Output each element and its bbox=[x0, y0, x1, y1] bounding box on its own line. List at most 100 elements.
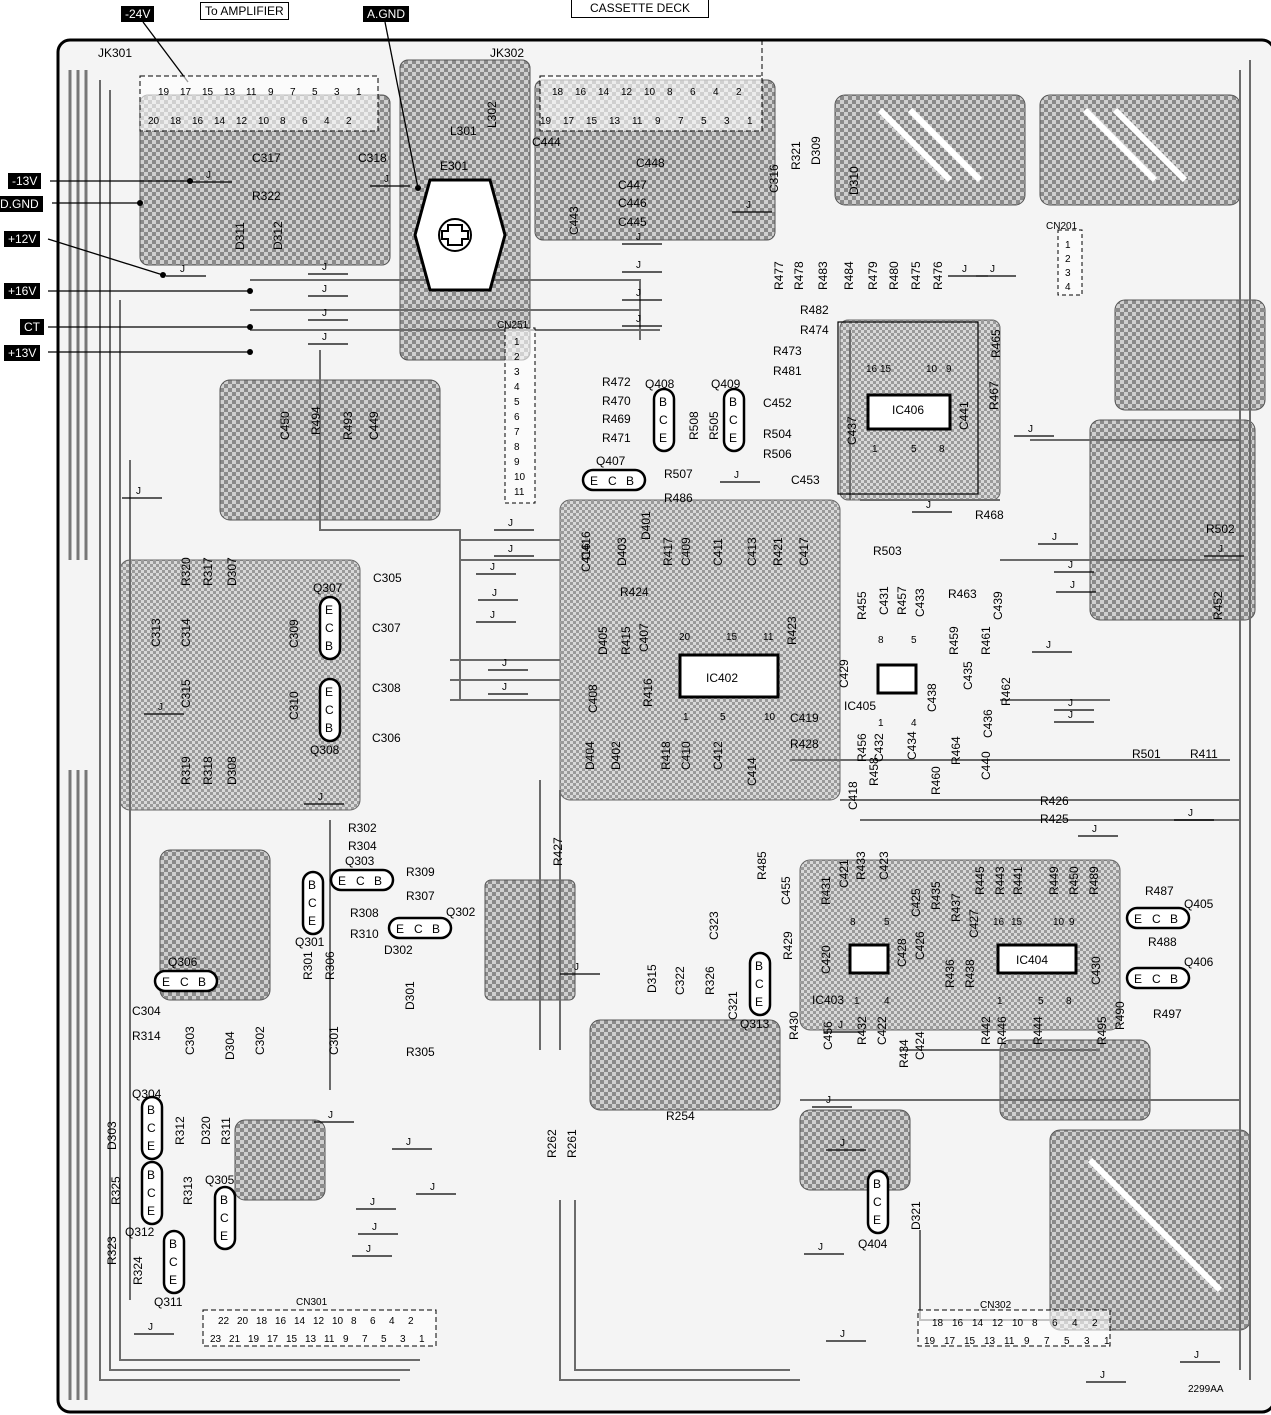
transistor-label: Q406 bbox=[1184, 955, 1214, 969]
component-c436: C436 bbox=[981, 709, 995, 738]
ic403-pin: 4 bbox=[884, 996, 890, 1007]
component-r429: R429 bbox=[781, 931, 795, 960]
ic405-pin: 1 bbox=[878, 718, 884, 729]
component-c414: C414 bbox=[745, 757, 759, 786]
component-r506: R506 bbox=[763, 447, 792, 461]
component-r455: R455 bbox=[855, 591, 869, 620]
ic406-pin: 16 bbox=[866, 364, 878, 375]
transistor-pin: C bbox=[1152, 972, 1161, 986]
jk302-pin: 10 bbox=[644, 87, 656, 98]
jumper-label: J bbox=[490, 610, 495, 621]
cn301-pin: 15 bbox=[286, 1334, 298, 1345]
component-r308: R308 bbox=[350, 906, 379, 920]
component-r464: R464 bbox=[949, 736, 963, 765]
component-r470: R470 bbox=[602, 394, 631, 408]
component-c416: C416 bbox=[579, 543, 593, 572]
component-r416: R416 bbox=[641, 678, 655, 707]
component-r445: R445 bbox=[973, 866, 987, 895]
cn301-pin: 9 bbox=[343, 1334, 349, 1345]
cn201-label: CN201 bbox=[1046, 221, 1078, 232]
jumper-label: J bbox=[206, 170, 211, 181]
component-c453: C453 bbox=[791, 473, 820, 487]
component-r478: R478 bbox=[792, 261, 806, 290]
cn302-pin: 17 bbox=[944, 1336, 956, 1347]
component-d309: D309 bbox=[809, 136, 823, 165]
cn251-pin: 3 bbox=[514, 367, 520, 378]
component-d312: D312 bbox=[271, 221, 285, 250]
jumper-label: J bbox=[370, 1197, 375, 1208]
jumper-label: J bbox=[148, 1322, 153, 1333]
ic403-pin: 5 bbox=[884, 917, 890, 928]
cn301-pin: 11 bbox=[324, 1334, 335, 1345]
ic404-pin: 10 bbox=[1053, 917, 1065, 928]
component-r479: R479 bbox=[866, 261, 880, 290]
cn251-pin: 4 bbox=[514, 382, 520, 393]
component-c433: C433 bbox=[913, 588, 927, 617]
transistor-pin: B bbox=[325, 639, 333, 653]
jumper-label: J bbox=[990, 264, 995, 275]
transistor-pin: B bbox=[147, 1168, 155, 1182]
jumper-label: J bbox=[818, 1242, 823, 1253]
jk301-pin: 9 bbox=[268, 87, 274, 98]
component-r318: R318 bbox=[201, 756, 215, 785]
jk301-pin: 10 bbox=[258, 116, 270, 127]
component-r480: R480 bbox=[887, 261, 901, 290]
jumper-label: J bbox=[1068, 698, 1073, 709]
cn301-pin: 12 bbox=[313, 1316, 325, 1327]
jumper-label: J bbox=[840, 1138, 845, 1149]
component-r452: R452 bbox=[1211, 591, 1225, 620]
jk301-pin: 15 bbox=[202, 87, 214, 98]
jk301-pin: 18 bbox=[170, 116, 182, 127]
jumper-label: J bbox=[158, 702, 163, 713]
component-r473: R473 bbox=[773, 344, 802, 358]
component-r323: R323 bbox=[105, 1236, 119, 1265]
component-c318: C318 bbox=[358, 151, 387, 165]
component-c309: C309 bbox=[287, 619, 301, 648]
component-r493: R493 bbox=[341, 411, 355, 440]
component-c308: C308 bbox=[372, 681, 401, 695]
ic402-pin: 15 bbox=[726, 632, 738, 643]
ic402-pin: 1 bbox=[683, 712, 689, 723]
component-c452: C452 bbox=[763, 396, 792, 410]
cn201-box bbox=[1057, 229, 1083, 296]
component-c438: C438 bbox=[925, 683, 939, 712]
ic402-label: IC402 bbox=[706, 671, 738, 685]
component-c409: C409 bbox=[679, 537, 693, 566]
component-r463: R463 bbox=[948, 587, 977, 601]
cn301-pin: 2 bbox=[408, 1316, 414, 1327]
component-r431: R431 bbox=[819, 876, 833, 905]
component-c411: C411 bbox=[711, 538, 725, 566]
cn301-pin: 13 bbox=[305, 1334, 317, 1345]
component-r325: R325 bbox=[109, 1176, 123, 1205]
component-c303: C303 bbox=[183, 1026, 197, 1055]
transistor-pin: C bbox=[729, 413, 738, 427]
component-r502: R502 bbox=[1206, 522, 1235, 536]
jumper-label: J bbox=[1100, 1370, 1105, 1381]
ic404-pin: 16 bbox=[993, 917, 1005, 928]
transistor-pin: E bbox=[338, 874, 346, 888]
component-c429: C429 bbox=[837, 659, 851, 688]
ic405-pin: 5 bbox=[911, 635, 917, 646]
jumper-label: J bbox=[840, 1329, 845, 1340]
component-r261: R261 bbox=[565, 1129, 579, 1158]
jumper-label: J bbox=[502, 658, 507, 669]
cn301-label: CN301 bbox=[296, 1297, 328, 1308]
supply-dots bbox=[137, 178, 421, 355]
ic405-label: IC405 bbox=[844, 699, 876, 713]
component-c416: C416 bbox=[579, 531, 593, 560]
component-r254: R254 bbox=[666, 1109, 695, 1123]
footer-code: 2299AA bbox=[1188, 1384, 1224, 1395]
jumper-label: J bbox=[1046, 640, 1051, 651]
transistor-pin: B bbox=[325, 721, 333, 735]
cn302-pin: 6 bbox=[1052, 1318, 1058, 1329]
component-c323: C323 bbox=[707, 911, 721, 940]
component-r467: R467 bbox=[987, 381, 1001, 410]
cn301-pin: 18 bbox=[256, 1316, 268, 1327]
cn302-label: CN302 bbox=[980, 1300, 1012, 1311]
component-r441: R441 bbox=[1011, 866, 1025, 895]
cn302-pin: 2 bbox=[1092, 1318, 1098, 1329]
component-c413: C413 bbox=[745, 537, 759, 566]
component-r423: R423 bbox=[785, 616, 799, 645]
